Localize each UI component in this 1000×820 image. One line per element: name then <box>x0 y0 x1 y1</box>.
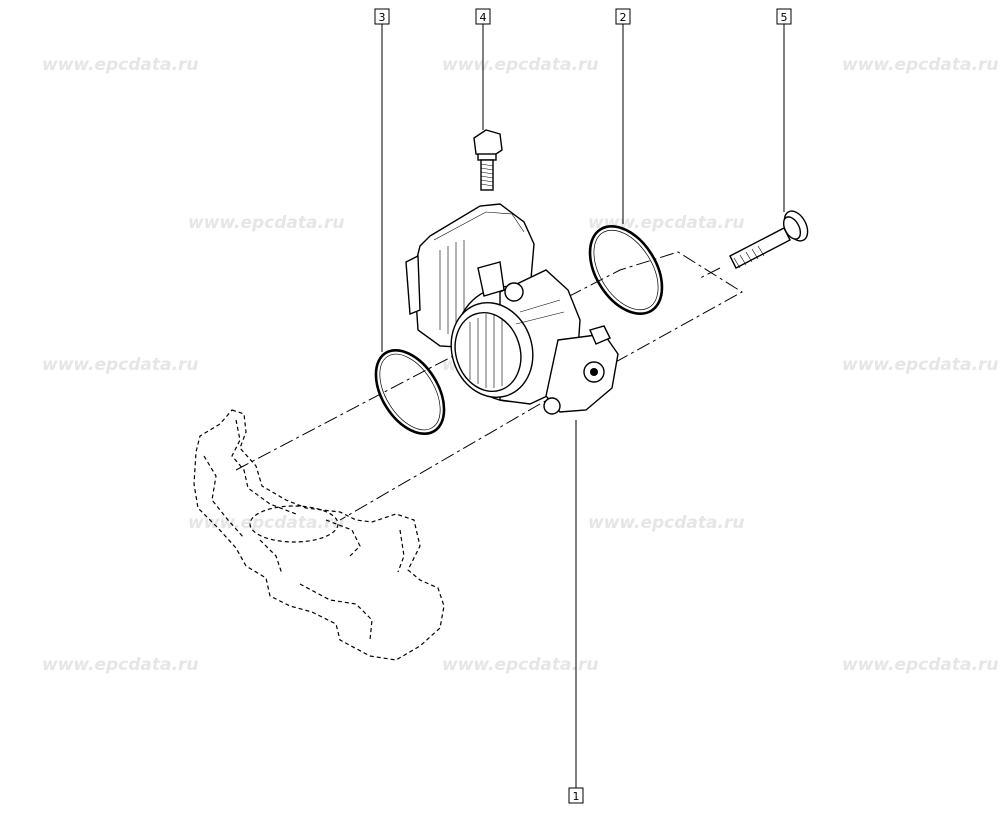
watermark-text: www.epcdata.ru <box>42 55 198 75</box>
watermark-text: www.epcdata.ru <box>442 55 598 75</box>
o-ring-3 <box>374 348 446 436</box>
watermark-text: www.epcdata.ru <box>588 213 744 233</box>
callout-4: 4 <box>475 8 491 25</box>
watermark-text: www.epcdata.ru <box>442 655 598 675</box>
watermark-text: www.epcdata.ru <box>842 655 998 675</box>
callout-5: 5 <box>776 8 792 25</box>
watermark-text: www.epcdata.ru <box>842 55 998 75</box>
callout-3: 3 <box>374 8 390 25</box>
watermark-text: www.epcdata.ru <box>42 655 198 675</box>
watermark-text: www.epcdata.ru <box>42 355 198 375</box>
watermark-text: www.epcdata.ru <box>188 513 344 533</box>
throttle-body <box>405 203 619 415</box>
callout-label: 2 <box>620 11 627 24</box>
watermark-text: www.epcdata.ru <box>588 513 744 533</box>
leader-lines <box>381 24 785 788</box>
callout-1: 1 <box>568 787 584 804</box>
intake-manifold-outline <box>193 409 445 661</box>
o-ring-2 <box>588 224 664 316</box>
callout-label: 5 <box>781 11 788 24</box>
watermark-text: www.epcdata.ru <box>188 213 344 233</box>
bolt-5 <box>729 210 809 269</box>
bolt-4 <box>473 129 503 191</box>
callout-label: 1 <box>573 790 580 803</box>
callout-label: 4 <box>480 11 487 24</box>
callout-2: 2 <box>615 8 631 25</box>
watermark-text: www.epcdata.ru <box>842 355 998 375</box>
callout-label: 3 <box>379 11 386 24</box>
